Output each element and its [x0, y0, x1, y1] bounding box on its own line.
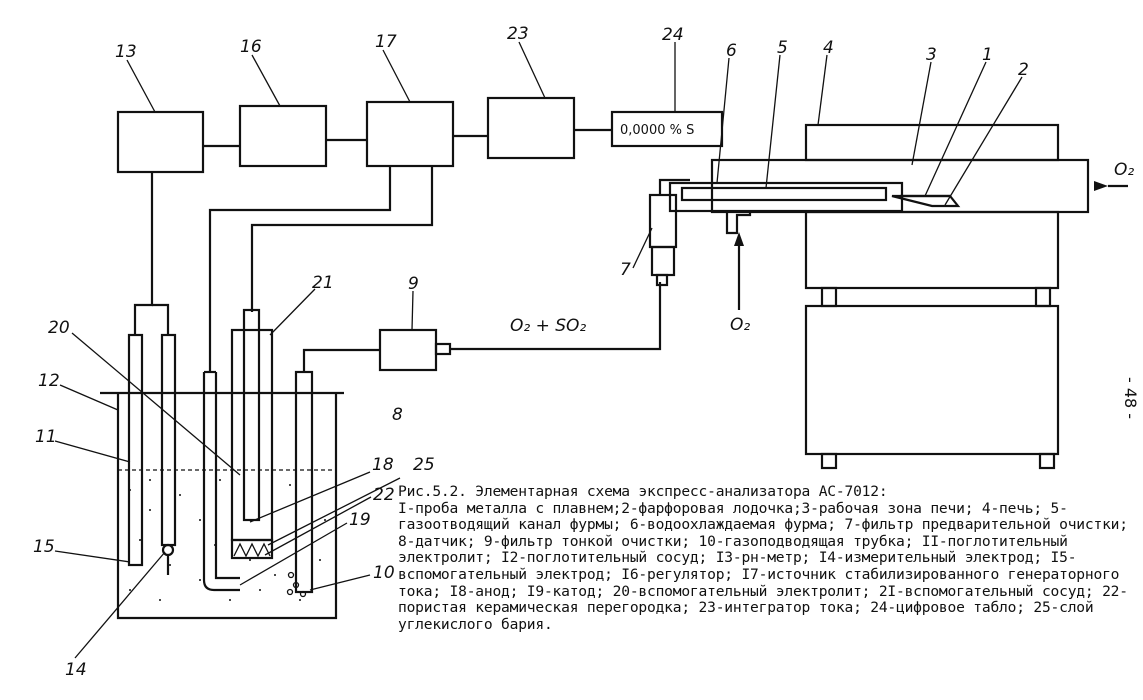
- furnace-base: [804, 304, 1060, 456]
- leader-lines: [54, 41, 1023, 659]
- caption-body: I-проба металла с плавнем;2-фарфоровая л…: [398, 499, 1137, 633]
- vessel-12: [116, 393, 338, 620]
- block-23-integrator: [486, 96, 576, 160]
- label-5: 5: [777, 38, 788, 58]
- label-21: 21: [312, 273, 334, 293]
- label-9: 9: [408, 274, 419, 294]
- filter-9-nozzle: [434, 342, 452, 356]
- furnace-4-body: [804, 210, 1060, 290]
- figure-caption: Рис.5.2. Элементарная схема экспресс-ана…: [398, 483, 1137, 633]
- wire-13-electrode-b: [152, 303, 170, 335]
- auxiliary-vessel-21: [230, 328, 274, 542]
- gas-tube-10: [294, 370, 314, 594]
- label-20: 20: [48, 318, 70, 338]
- electrode-14: [160, 333, 177, 547]
- base-leg-left: [820, 452, 838, 470]
- label-4: 4: [823, 38, 834, 58]
- prefilter-7-outlet: [655, 273, 669, 287]
- electrolyte-11-fill: [129, 479, 326, 601]
- porous-partition-22: [230, 538, 274, 560]
- tuyere-bend: [658, 178, 690, 195]
- label-25: 25: [413, 455, 435, 475]
- label-24: 24: [662, 25, 684, 45]
- wire-17-anode: [250, 166, 434, 312]
- page-number: - 48 -: [1121, 377, 1140, 419]
- label-11: 11: [35, 427, 57, 447]
- label-22: 22: [373, 485, 395, 505]
- block-16-regulator: [238, 104, 328, 168]
- label-15: 15: [33, 537, 55, 557]
- prefilter-7-lower: [650, 245, 676, 277]
- label-14: 14: [65, 660, 87, 680]
- cooling-inlet: [725, 211, 752, 235]
- label-18: 18: [372, 455, 394, 475]
- anode-18: [242, 308, 261, 522]
- prefilter-7: [648, 193, 678, 249]
- wire-13-electrodes: [133, 172, 154, 335]
- label-1: 1: [982, 45, 993, 65]
- base-leg-right: [1038, 452, 1056, 470]
- oxygen-bottom-label: O₂: [730, 315, 750, 335]
- display-value: 0,0000 % S: [620, 123, 694, 138]
- gas-line-to-filter-7: [450, 282, 662, 351]
- cathode-19-inner: [214, 372, 240, 580]
- barium-carbonate-25: [233, 542, 271, 558]
- label-8: 8: [392, 405, 403, 425]
- label-3: 3: [926, 45, 937, 65]
- label-12: 12: [38, 371, 60, 391]
- label-7: 7: [620, 260, 631, 280]
- label-6: 6: [726, 41, 737, 61]
- cathode-19: [202, 372, 240, 592]
- label-13: 13: [115, 42, 137, 62]
- label-16: 16: [240, 37, 262, 57]
- furnace-leg-right: [1034, 286, 1052, 308]
- label-19: 19: [349, 510, 371, 530]
- gas-bubbles: [286, 571, 307, 598]
- gas-line-to-filter-9: [302, 348, 380, 372]
- wire-17-cathode: [208, 166, 392, 372]
- oxygen-arrow-head: [734, 232, 744, 246]
- label-2: 2: [1018, 60, 1029, 80]
- furnace-leg-left: [820, 286, 838, 308]
- gas-flow-label: O₂ + SO₂: [510, 316, 586, 336]
- label-10: 10: [373, 563, 395, 583]
- gas-channel-5: [680, 186, 888, 202]
- fine-filter-9: [378, 328, 438, 372]
- block-17-current-source: [365, 100, 455, 168]
- furnace-4-top: [804, 123, 1060, 162]
- label-23: 23: [507, 24, 529, 44]
- block-13-ph-meter: [116, 110, 205, 174]
- label-17: 17: [375, 32, 397, 52]
- electrode-15: [127, 333, 144, 567]
- oxygen-right-arrow: [1094, 181, 1108, 191]
- caption-title: Рис.5.2. Элементарная схема экспресс-ана…: [398, 483, 888, 500]
- oxygen-right-label: O₂: [1114, 160, 1134, 180]
